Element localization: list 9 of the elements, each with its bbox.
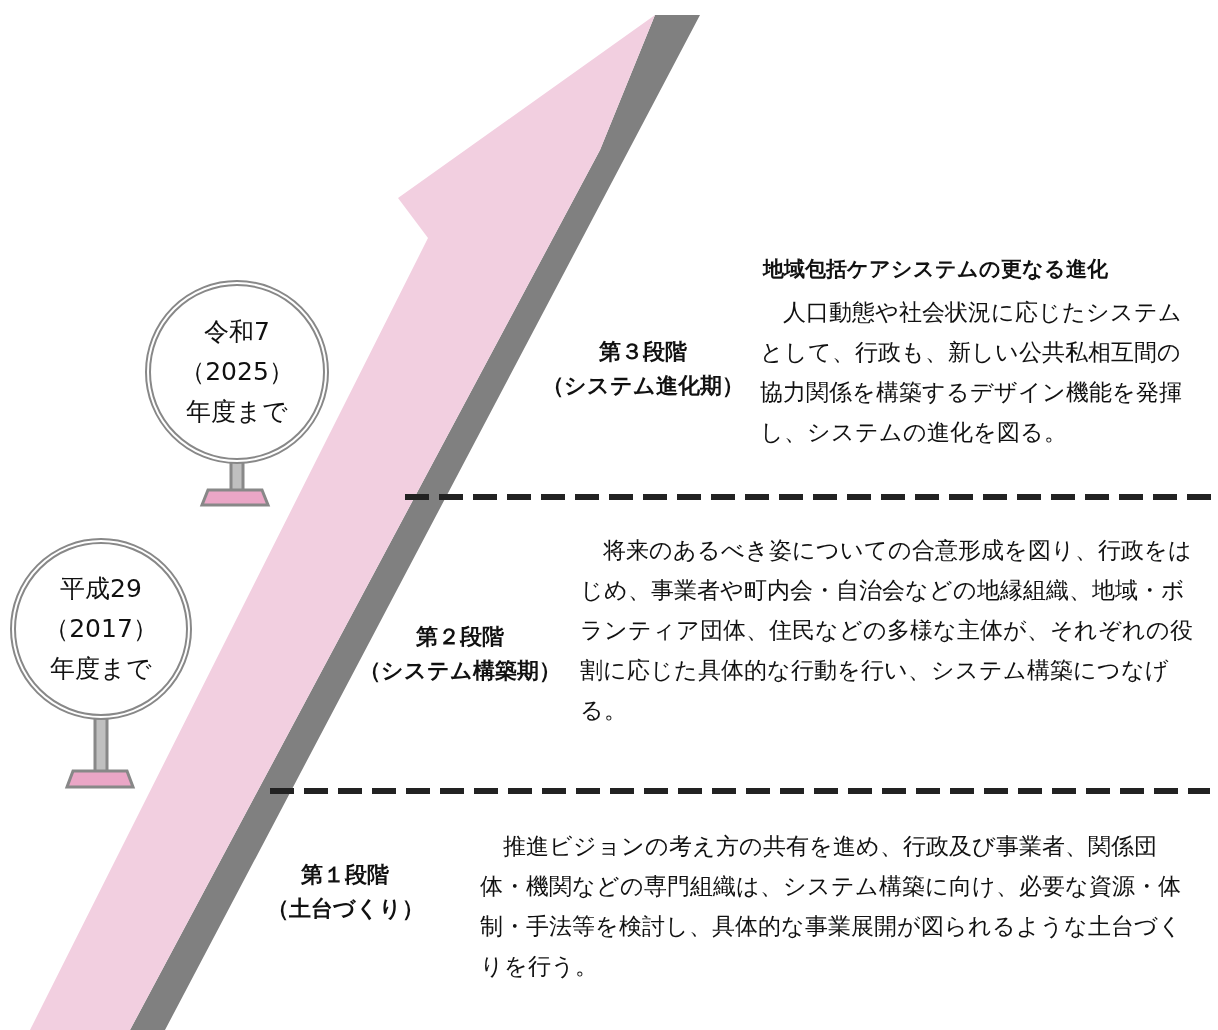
- description: 人口動態や社会状況に応じたシステムとして、行政も、新しい公共私相互間の協力関係を構築するデザイン機能を発揮し、システムの進化を図る。: [760, 298, 1183, 447]
- heading: 地域包括ケアシステムの更なる進化: [763, 256, 1108, 283]
- milestone-sign: 平成29（2017）年度まで: [10, 538, 192, 720]
- description: 将来のあるべき姿についての合意形成を図り、行政をはじめ、事業者や町内会・自治会などの地縁組織、地域・ボランティア団体、住民などの多様な主体が、それぞれの役割に応じた具体的な行動を行い、システム構築につなげる。: [580, 536, 1194, 725]
- description: 推進ビジョンの考え方の共有を進め、行政及び事業者、関係団体・機関などの専門組織は、システム構築に向け、必要な資源・体制・手法等を検討し、具体的な事業展開が図られるような土台づくりを行う。: [480, 832, 1183, 981]
- stage-label: 第２段階（システム構築期）: [358, 623, 562, 685]
- milestone-sign: 令和7（2025）年度まで: [145, 280, 329, 464]
- stage-label: 第３段階（システム進化期）: [540, 338, 745, 400]
- stage-label: 第１段階（土台づくり）: [265, 861, 425, 923]
